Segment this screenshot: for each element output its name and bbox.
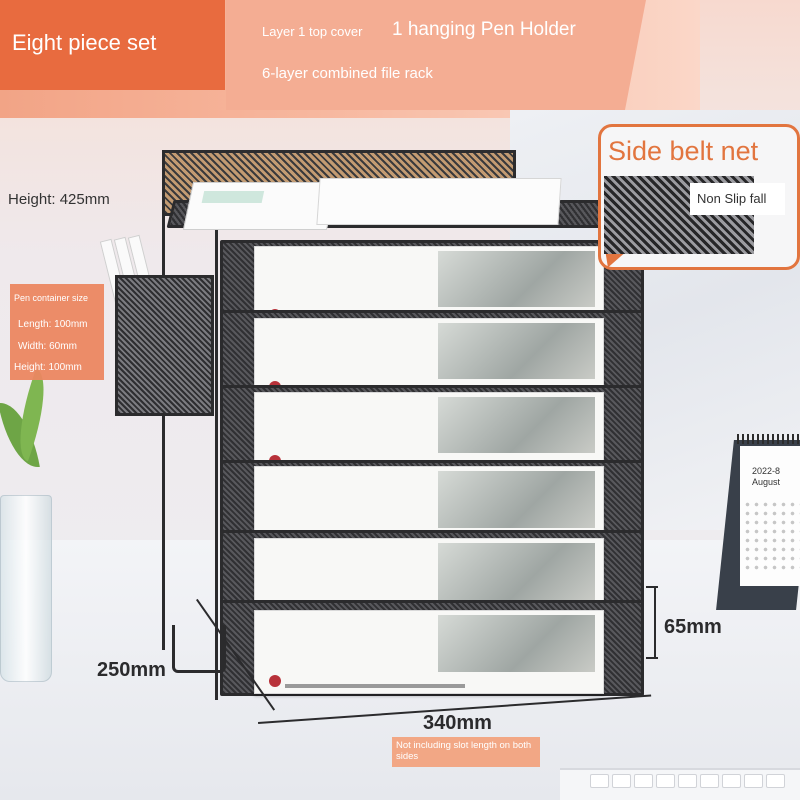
keyboard-key: [678, 774, 697, 788]
pen-holder: [115, 275, 214, 416]
pen-container-size-box: [10, 284, 104, 380]
callout-title: Side belt net: [608, 136, 759, 166]
keyboard-key: [766, 774, 785, 788]
pen-container-length: Length: 100mm: [18, 319, 88, 330]
rack-leg: [172, 625, 226, 673]
calculator: [182, 182, 338, 230]
magazine-title: [285, 684, 465, 688]
magazine-logo: [269, 675, 281, 687]
keyboard-key: [700, 774, 719, 788]
set-label-tab: [0, 0, 225, 90]
layer-gap-line: [654, 586, 656, 658]
magazine-cover-photo: [438, 543, 595, 601]
keyboard-key: [612, 774, 631, 788]
calendar-days: [743, 500, 800, 572]
non-slip-label-box: [690, 183, 785, 215]
magazine-cover-photo: [438, 615, 595, 673]
magazine-cover-photo: [438, 471, 595, 529]
magazine-cover-photo: [438, 397, 595, 453]
set-label: Eight piece set: [12, 30, 157, 55]
glass-vase: [0, 495, 52, 682]
magazine: [254, 610, 604, 694]
pen-container-height: Height: 100mm: [14, 362, 82, 373]
keyboard-key: [722, 774, 741, 788]
keyboard-key: [656, 774, 675, 788]
keyboard-key: [590, 774, 609, 788]
layer-gap-tick: [646, 586, 658, 588]
pen-holder-label: 1 hanging Pen Holder: [392, 19, 576, 40]
calendar-month: August: [752, 477, 781, 487]
pen-container-width: Width: 60mm: [18, 341, 77, 352]
header-band-secondary: [226, 0, 646, 110]
pen-container-title: Pen container size: [14, 293, 89, 303]
height-label: Height: 425mm: [8, 191, 110, 208]
keyboard-key: [744, 774, 763, 788]
width-note: Not including slot length on both sides: [396, 740, 532, 762]
width-note-box: [392, 737, 540, 767]
layer-gap-label: 65mm: [664, 616, 722, 638]
paper-stack: [316, 178, 562, 225]
magazine-cover-photo: [438, 251, 595, 307]
calendar-date: 2022-8: [752, 466, 781, 476]
file-rack-label: 6-layer combined file rack: [262, 65, 433, 82]
top-cover-label: Layer 1 top cover: [262, 24, 363, 39]
rack-side-frame: [215, 210, 218, 700]
non-slip-label: Non Slip fall: [697, 191, 767, 206]
width-label: 340mm: [423, 712, 492, 734]
layer-gap-tick: [646, 657, 658, 659]
calendar-binding: [737, 434, 800, 444]
depth-label: 250mm: [97, 659, 166, 681]
keyboard-key: [634, 774, 653, 788]
magazine-cover-photo: [438, 323, 595, 379]
calculator-screen: [201, 191, 265, 203]
